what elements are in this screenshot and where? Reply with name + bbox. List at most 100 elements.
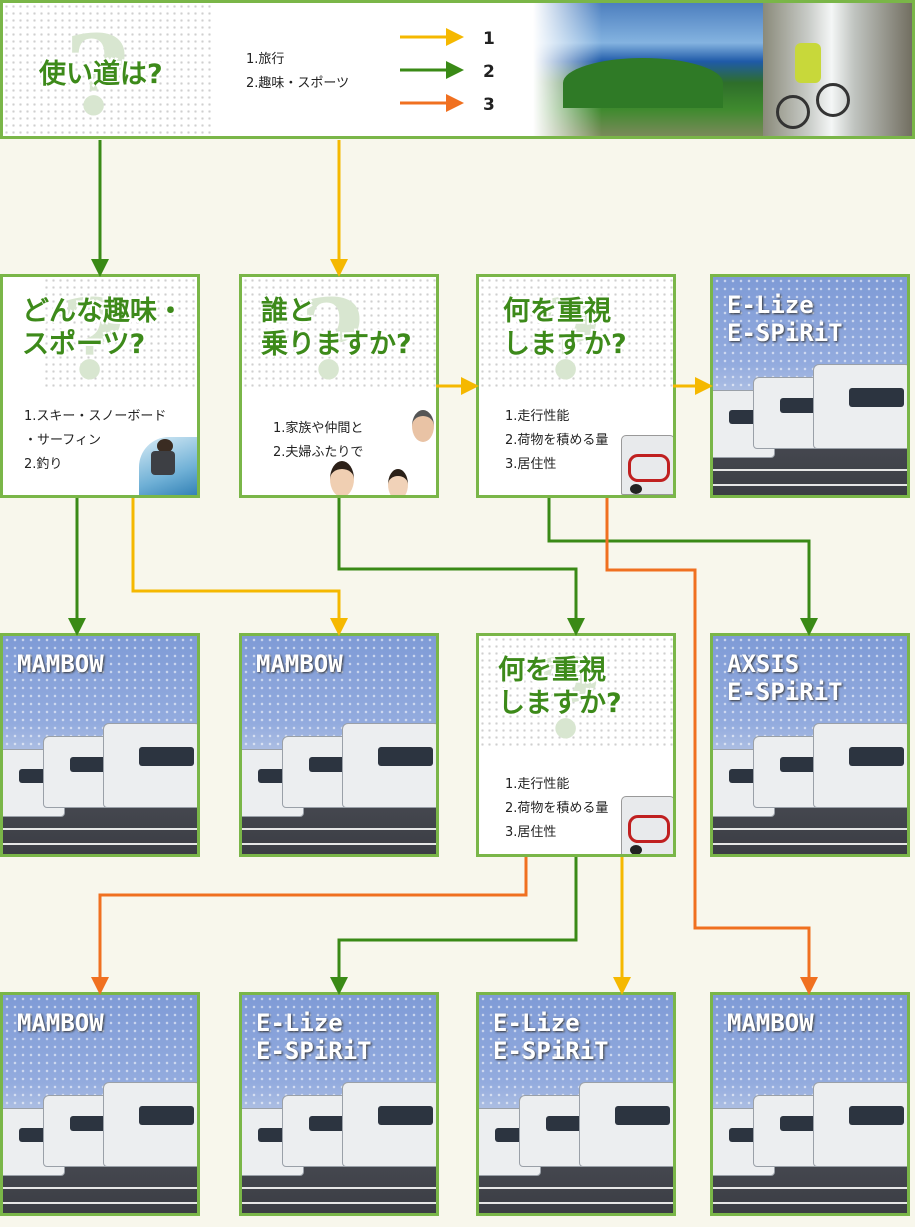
family-photo [322,405,436,495]
result-card-r4[interactable]: AXSIS E-SPiRiT [710,633,910,857]
van-window-shape [849,388,904,407]
priority-a-option-1: 1.走行性能 [505,409,570,424]
van-window-shape [779,1115,821,1132]
result-card-r1[interactable]: E-Lize E-SPiRiT [710,274,910,498]
hobby-option-1b: ・サーフィン [24,433,101,448]
question-who-box: ? 誰と 乗りますか? 1.家族や仲間と 2.夫婦ふたりで [239,274,439,498]
arrow-priority-a-r4 [547,498,818,636]
camper-van-shape [813,1082,907,1168]
parking-line [242,843,436,846]
legend-label-3: 3 [483,95,495,115]
who-title-line1: 誰と [261,296,315,327]
camper-van-shape [342,723,436,809]
priority-a-title-line2: しますか? [503,329,627,360]
camper-van-shape [342,1082,436,1168]
question-mark-icon: ? [300,275,365,404]
legend-label-2: 2 [483,62,495,82]
arrow-priority-b-r6 [330,857,578,995]
parking-line [479,1186,673,1189]
result-name: MAMBOW [17,1009,104,1037]
question-mark-icon: ? [61,275,126,404]
landscape-biker-photo [533,3,912,136]
van-window-shape [69,756,111,773]
parking-line [713,468,907,471]
van-window-shape [139,1106,194,1125]
priority-b-option-1: 1.走行性能 [505,777,570,792]
question-mark-icon: ? [537,275,602,404]
result-name: MAMBOW [727,1009,814,1037]
parking-line [3,1186,197,1189]
who-option-1: 1.家族や仲間と [273,421,364,436]
van-window-shape [139,747,194,766]
result-name: MAMBOW [17,650,104,678]
result-card-r8[interactable]: MAMBOW [710,992,910,1216]
priority-a-title-line1: 何を重視 [503,296,611,327]
hobby-dot-pattern [43,277,197,387]
who-option-2: 2.夫婦ふたりで [273,445,364,460]
camper-van-shape [103,723,197,809]
header-option-1: 1.旅行 [246,52,285,67]
arrow-priority-a-r8 [605,498,818,995]
van-window-shape [849,1106,904,1125]
van-window-shape [849,747,904,766]
parking-line [242,1202,436,1205]
legend-label-1: 1 [483,29,495,49]
result-card-r7[interactable]: E-Lize E-SPiRiT [476,992,676,1216]
header-option-2: 2.趣味・スポーツ [246,76,350,91]
parking-line [713,827,907,830]
hobby-title-line1: どんな趣味・ [22,296,184,327]
van-window-shape [779,756,821,773]
camper-bike-photo [621,796,673,854]
priority-a-option-3: 3.居住性 [505,457,557,472]
priority-b-option-3: 3.居住性 [505,825,557,840]
priority-a-option-2: 2.荷物を積める量 [505,433,609,448]
priority-b-option-2: 2.荷物を積める量 [505,801,609,816]
camper-van-shape [813,364,907,450]
parking-line [713,1202,907,1205]
arrow-hobby-r3 [131,498,348,636]
arrow-priority-b-r5 [91,857,528,995]
result-name: AXSIS E-SPiRiT [727,650,843,706]
result-name: E-Lize E-SPiRiT [256,1009,372,1065]
priority-a-dot-pattern [479,277,673,387]
priority-b-dot-pattern [479,636,673,746]
arrow-who-priority-b [337,498,585,636]
question-priority-b-box: ? 何を重視 しますか? 1.走行性能 2.荷物を積める量 3.居住性 [476,633,676,857]
parking-line [3,843,197,846]
question-hobby-box: ? どんな趣味・ スポーツ? 1.スキー・スノーボード ・サーフィン 2.釣り [0,274,200,498]
van-window-shape [615,1106,670,1125]
camper-van-shape [579,1082,673,1168]
result-name: E-Lize E-SPiRiT [493,1009,609,1065]
van-window-shape [69,1115,111,1132]
result-card-r6[interactable]: E-Lize E-SPiRiT [239,992,439,1216]
van-window-shape [545,1115,587,1132]
hobby-option-1: 1.スキー・スノーボード [24,409,167,424]
camper-bike-photo [621,435,673,495]
priority-b-title-line1: 何を重視 [498,655,606,686]
parking-line [3,827,197,830]
parking-line [242,827,436,830]
result-card-r2[interactable]: MAMBOW [0,633,200,857]
parking-line [3,1202,197,1205]
question-mark-icon: ? [537,634,602,763]
header-dot-pattern [3,3,213,136]
parking-line [713,484,907,487]
parking-line [713,1186,907,1189]
header-title: 使い道は? [39,59,163,90]
header-box: ? 使い道は? 1.旅行 2.趣味・スポーツ 1 2 3 [0,0,915,139]
parking-line [713,843,907,846]
question-mark-icon: ? [65,11,130,139]
who-dot-pattern [242,277,436,387]
priority-b-title-line2: しますか? [498,688,622,719]
hobby-option-2: 2.釣り [24,457,63,472]
van-window-shape [308,756,350,773]
result-name: E-Lize E-SPiRiT [727,291,843,347]
result-card-r5[interactable]: MAMBOW [0,992,200,1216]
van-window-shape [378,747,433,766]
parking-line [242,1186,436,1189]
result-name: MAMBOW [256,650,343,678]
parking-line [479,1202,673,1205]
who-title-line2: 乗りますか? [261,329,412,360]
camper-van-shape [103,1082,197,1168]
